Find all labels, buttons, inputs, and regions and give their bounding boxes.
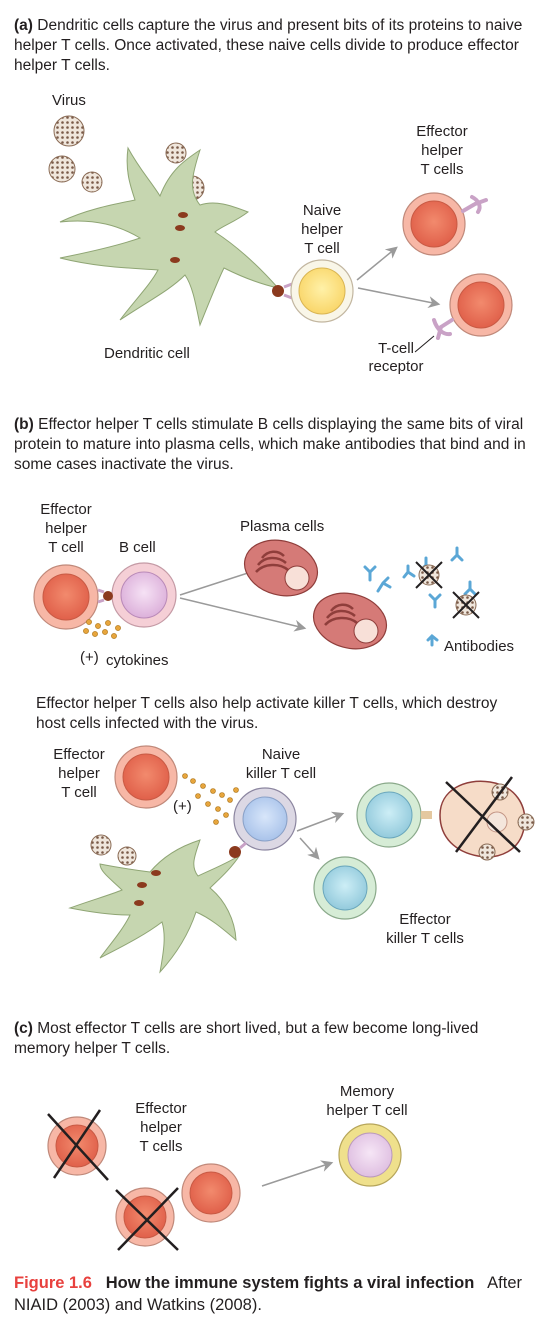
b-cell xyxy=(97,562,177,628)
label-tcell-receptor: T-cell receptor xyxy=(368,340,424,375)
memory-helper-t-cell xyxy=(338,1123,402,1187)
antigen-presentation-a xyxy=(272,282,293,300)
effector-helper-t-cell-b2 xyxy=(114,745,178,809)
effector-helper-t-cell-b xyxy=(33,564,99,630)
dendritic-cell-b xyxy=(68,839,247,974)
cytokines-b2 xyxy=(182,773,239,825)
plasma-cell-2 xyxy=(312,592,388,650)
figure-title: How the immune system fights a viral inf… xyxy=(105,1274,475,1292)
label-naive-helper: Naive helper T cell xyxy=(301,202,343,257)
figure-caption: Figure 1.6 How the immune system fights … xyxy=(14,1272,529,1316)
naive-killer-t-cell xyxy=(233,787,297,851)
figure-source: After NIAID (2003) and Watkins (2008). xyxy=(14,1274,522,1314)
label-b-cell: B cell xyxy=(119,539,156,556)
virus-particle xyxy=(53,115,85,147)
label-memory-helper: Memory helper T cell xyxy=(326,1083,408,1119)
cytokines-b xyxy=(83,619,121,639)
dying-effector-cell-1 xyxy=(47,1109,109,1181)
effector-killer-t-cell-2 xyxy=(313,856,377,920)
label-antibodies: Antibodies xyxy=(444,638,515,655)
effector-helper-t-cell-c xyxy=(181,1163,241,1223)
plasma-cell-1 xyxy=(243,539,319,597)
label-dendritic-cell: Dendritic cell xyxy=(104,345,190,362)
panel-c-arrow xyxy=(261,1160,334,1187)
dendritic-cell xyxy=(59,146,280,327)
panel-a-letter: (a) xyxy=(14,17,33,34)
panel-b-arrows xyxy=(179,567,307,632)
panel-c-letter: (c) xyxy=(14,1020,33,1037)
panel-b-text: Effector helper T cells stimulate B cell… xyxy=(14,416,526,473)
label-effector-helper-b2: Effector helper T cell xyxy=(53,746,105,801)
effector-helper-t-cell-top xyxy=(402,192,488,256)
effector-helper-t-cell-bottom xyxy=(432,273,513,340)
virus-particle xyxy=(165,142,187,164)
label-plus-b2: (+) xyxy=(173,798,192,815)
neutralized-virus-b xyxy=(415,561,480,619)
label-plus-b: (+) xyxy=(80,649,99,666)
label-effector-helper-b: Effector helper T cell xyxy=(40,501,92,556)
label-plasma-cells: Plasma cells xyxy=(240,518,325,535)
panel-c-text: Most effector T cells are short lived, b… xyxy=(14,1020,479,1057)
label-naive-killer: Naive killer T cell xyxy=(245,746,317,782)
panel-c-description: (c) Most effector T cells are short live… xyxy=(14,1019,529,1059)
panel-b-description-2: Effector helper T cells also help activa… xyxy=(36,694,529,734)
virus-particle xyxy=(81,171,103,193)
panel-a-description: (a) Dendritic cells capture the virus an… xyxy=(14,16,526,76)
label-effector-killer: Effector killer T cells xyxy=(386,911,464,947)
figure-number: Figure 1.6 xyxy=(14,1274,92,1292)
label-virus: Virus xyxy=(52,92,86,109)
effector-killer-t-cell-1 xyxy=(356,782,432,848)
panel-b-letter: (b) xyxy=(14,416,34,433)
label-effector-helper-c: Effector helper T cells xyxy=(135,1100,187,1155)
label-effector-helper-a: Effector helper T cells xyxy=(416,123,468,178)
virus-particle xyxy=(48,155,76,183)
infected-host-cell xyxy=(439,776,535,861)
dying-effector-cell-2 xyxy=(115,1187,179,1251)
panel-b2-viruses xyxy=(90,834,137,866)
panel-a-arrows xyxy=(356,246,441,353)
panel-b-description: (b) Effector helper T cells stimulate B … xyxy=(14,415,529,475)
naive-helper-t-cell xyxy=(290,259,354,323)
label-cytokines: cytokines xyxy=(106,652,169,669)
panel-b-text-2: Effector helper T cells also help activa… xyxy=(36,695,498,732)
panel-a-text: Dendritic cells capture the virus and pr… xyxy=(14,17,523,74)
panel-b2-arrows xyxy=(296,811,345,860)
